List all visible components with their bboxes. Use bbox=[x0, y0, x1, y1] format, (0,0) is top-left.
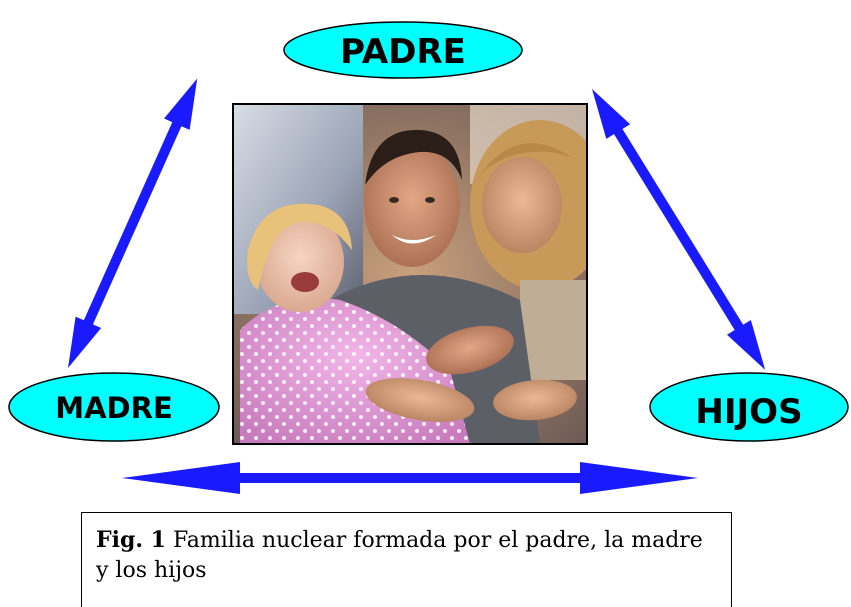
arrow-madre-padre bbox=[68, 78, 198, 368]
caption-label: Fig. 1 bbox=[96, 527, 166, 553]
family-diagram: PADRE MADRE HIJOS bbox=[8, 21, 849, 494]
node-hijos: HIJOS bbox=[649, 372, 849, 442]
photo-frame bbox=[232, 103, 588, 445]
caption-text: Familia nuclear formada por el padre, la… bbox=[96, 528, 703, 583]
node-padre: PADRE bbox=[283, 21, 523, 79]
node-hijos-label: HIJOS bbox=[695, 392, 802, 432]
arrow-padre-hijos bbox=[592, 89, 766, 370]
arrow-madre-hijos bbox=[122, 462, 698, 494]
node-madre: MADRE bbox=[8, 372, 220, 442]
arrows bbox=[68, 78, 766, 494]
figure-caption: Fig. 1 Familia nuclear formada por el pa… bbox=[81, 512, 732, 607]
family-photo bbox=[233, 104, 587, 444]
node-padre-label: PADRE bbox=[340, 32, 466, 72]
node-madre-label: MADRE bbox=[55, 391, 173, 425]
